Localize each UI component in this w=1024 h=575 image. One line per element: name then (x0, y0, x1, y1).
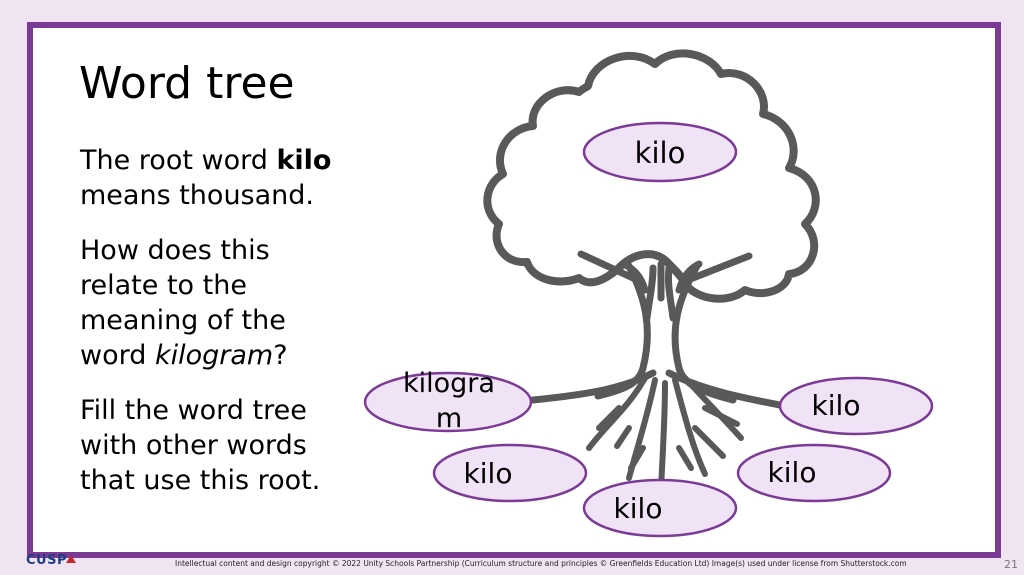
page-number: 21 (1004, 558, 1018, 571)
text: ? (273, 340, 288, 371)
paragraph-definition: The root word kilo means thousand. (80, 143, 340, 213)
root-bubble-right-top (778, 376, 934, 436)
paragraph-instruction: Fill the word tree with other words that… (80, 395, 321, 496)
root-label-left-bottom: kilo (464, 457, 513, 490)
root-bubble-left-bottom (432, 443, 588, 503)
root-label-center-bottom: kilo (614, 492, 663, 525)
root-label-right-top: kilo (812, 389, 861, 422)
example-word: kilogram (154, 340, 274, 371)
root-label-left-top-line2: m (436, 403, 462, 434)
root-bubble-left-top (363, 371, 533, 433)
root-label-right-bottom: kilo (768, 456, 817, 489)
paragraph-question: How does this relate to the meaning of t… (80, 233, 340, 373)
logo-triangle-icon (66, 555, 76, 563)
root-label-left-top-line1: kilogra (403, 368, 495, 399)
crown-label: kilo (635, 136, 686, 170)
root-bubble-right-bottom (736, 443, 892, 503)
label-bubbles (363, 121, 934, 538)
slide-title: Word tree (79, 58, 295, 109)
slide-frame: Word tree The root word kilo means thous… (27, 22, 1001, 558)
text: means thousand. (80, 180, 314, 211)
footer: CUSP Intellectual content and design cop… (0, 549, 1024, 575)
text: How does this relate to the meaning of t… (80, 235, 286, 371)
root-word: kilo (276, 145, 332, 176)
tree-trunk (529, 250, 789, 410)
crown-bubble (582, 121, 738, 183)
body-text: The root word kilo means thousand. How d… (80, 143, 340, 518)
root-bubble-center-bottom (582, 478, 738, 538)
cusp-logo: CUSP (26, 553, 67, 568)
copyright-notice: Intellectual content and design copyrigh… (175, 559, 907, 568)
text: The root word (80, 145, 277, 176)
word-tree-illustration: kilo kilogra m kilo kilo kilo kilo (363, 49, 934, 538)
tree-roots (586, 375, 744, 491)
